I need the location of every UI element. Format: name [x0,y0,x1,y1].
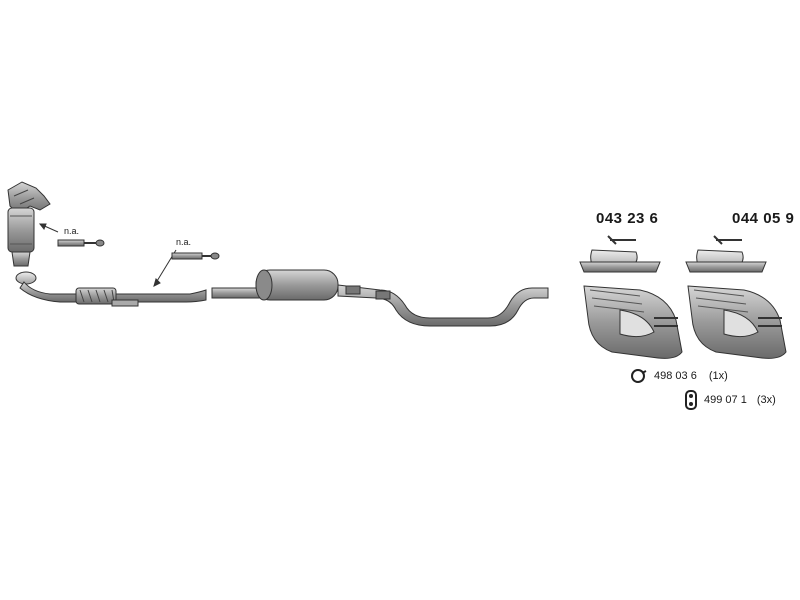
na-label-upper: n.a. [64,226,80,236]
oxygen-sensor-upper [38,223,105,247]
legend-mount-code: 499 07 1 [704,394,747,406]
rear-silencer-right [685,235,787,359]
oxygen-sensor-middle [153,249,220,287]
legend-ring-qty: (1x) [708,370,728,382]
part-number-right: 044 05 9 [732,210,795,227]
front-pipe [19,281,207,307]
rubber-ring-icon [631,369,647,383]
rubber-mount-icon [685,390,697,410]
part-number-left: 043 23 6 [596,210,659,227]
legend-mount-qty: (3x) [756,394,776,406]
centre-silencer [211,269,549,327]
na-label-middle: n.a. [176,237,192,247]
legend-ring-row: 498 03 6 (1x) [628,368,728,384]
rear-silencer-left [579,235,683,359]
legend-mount-row: 499 07 1 (3x) [684,390,776,410]
legend-ring-code: 498 03 6 [654,370,697,382]
manifold-catalyst [7,181,51,285]
